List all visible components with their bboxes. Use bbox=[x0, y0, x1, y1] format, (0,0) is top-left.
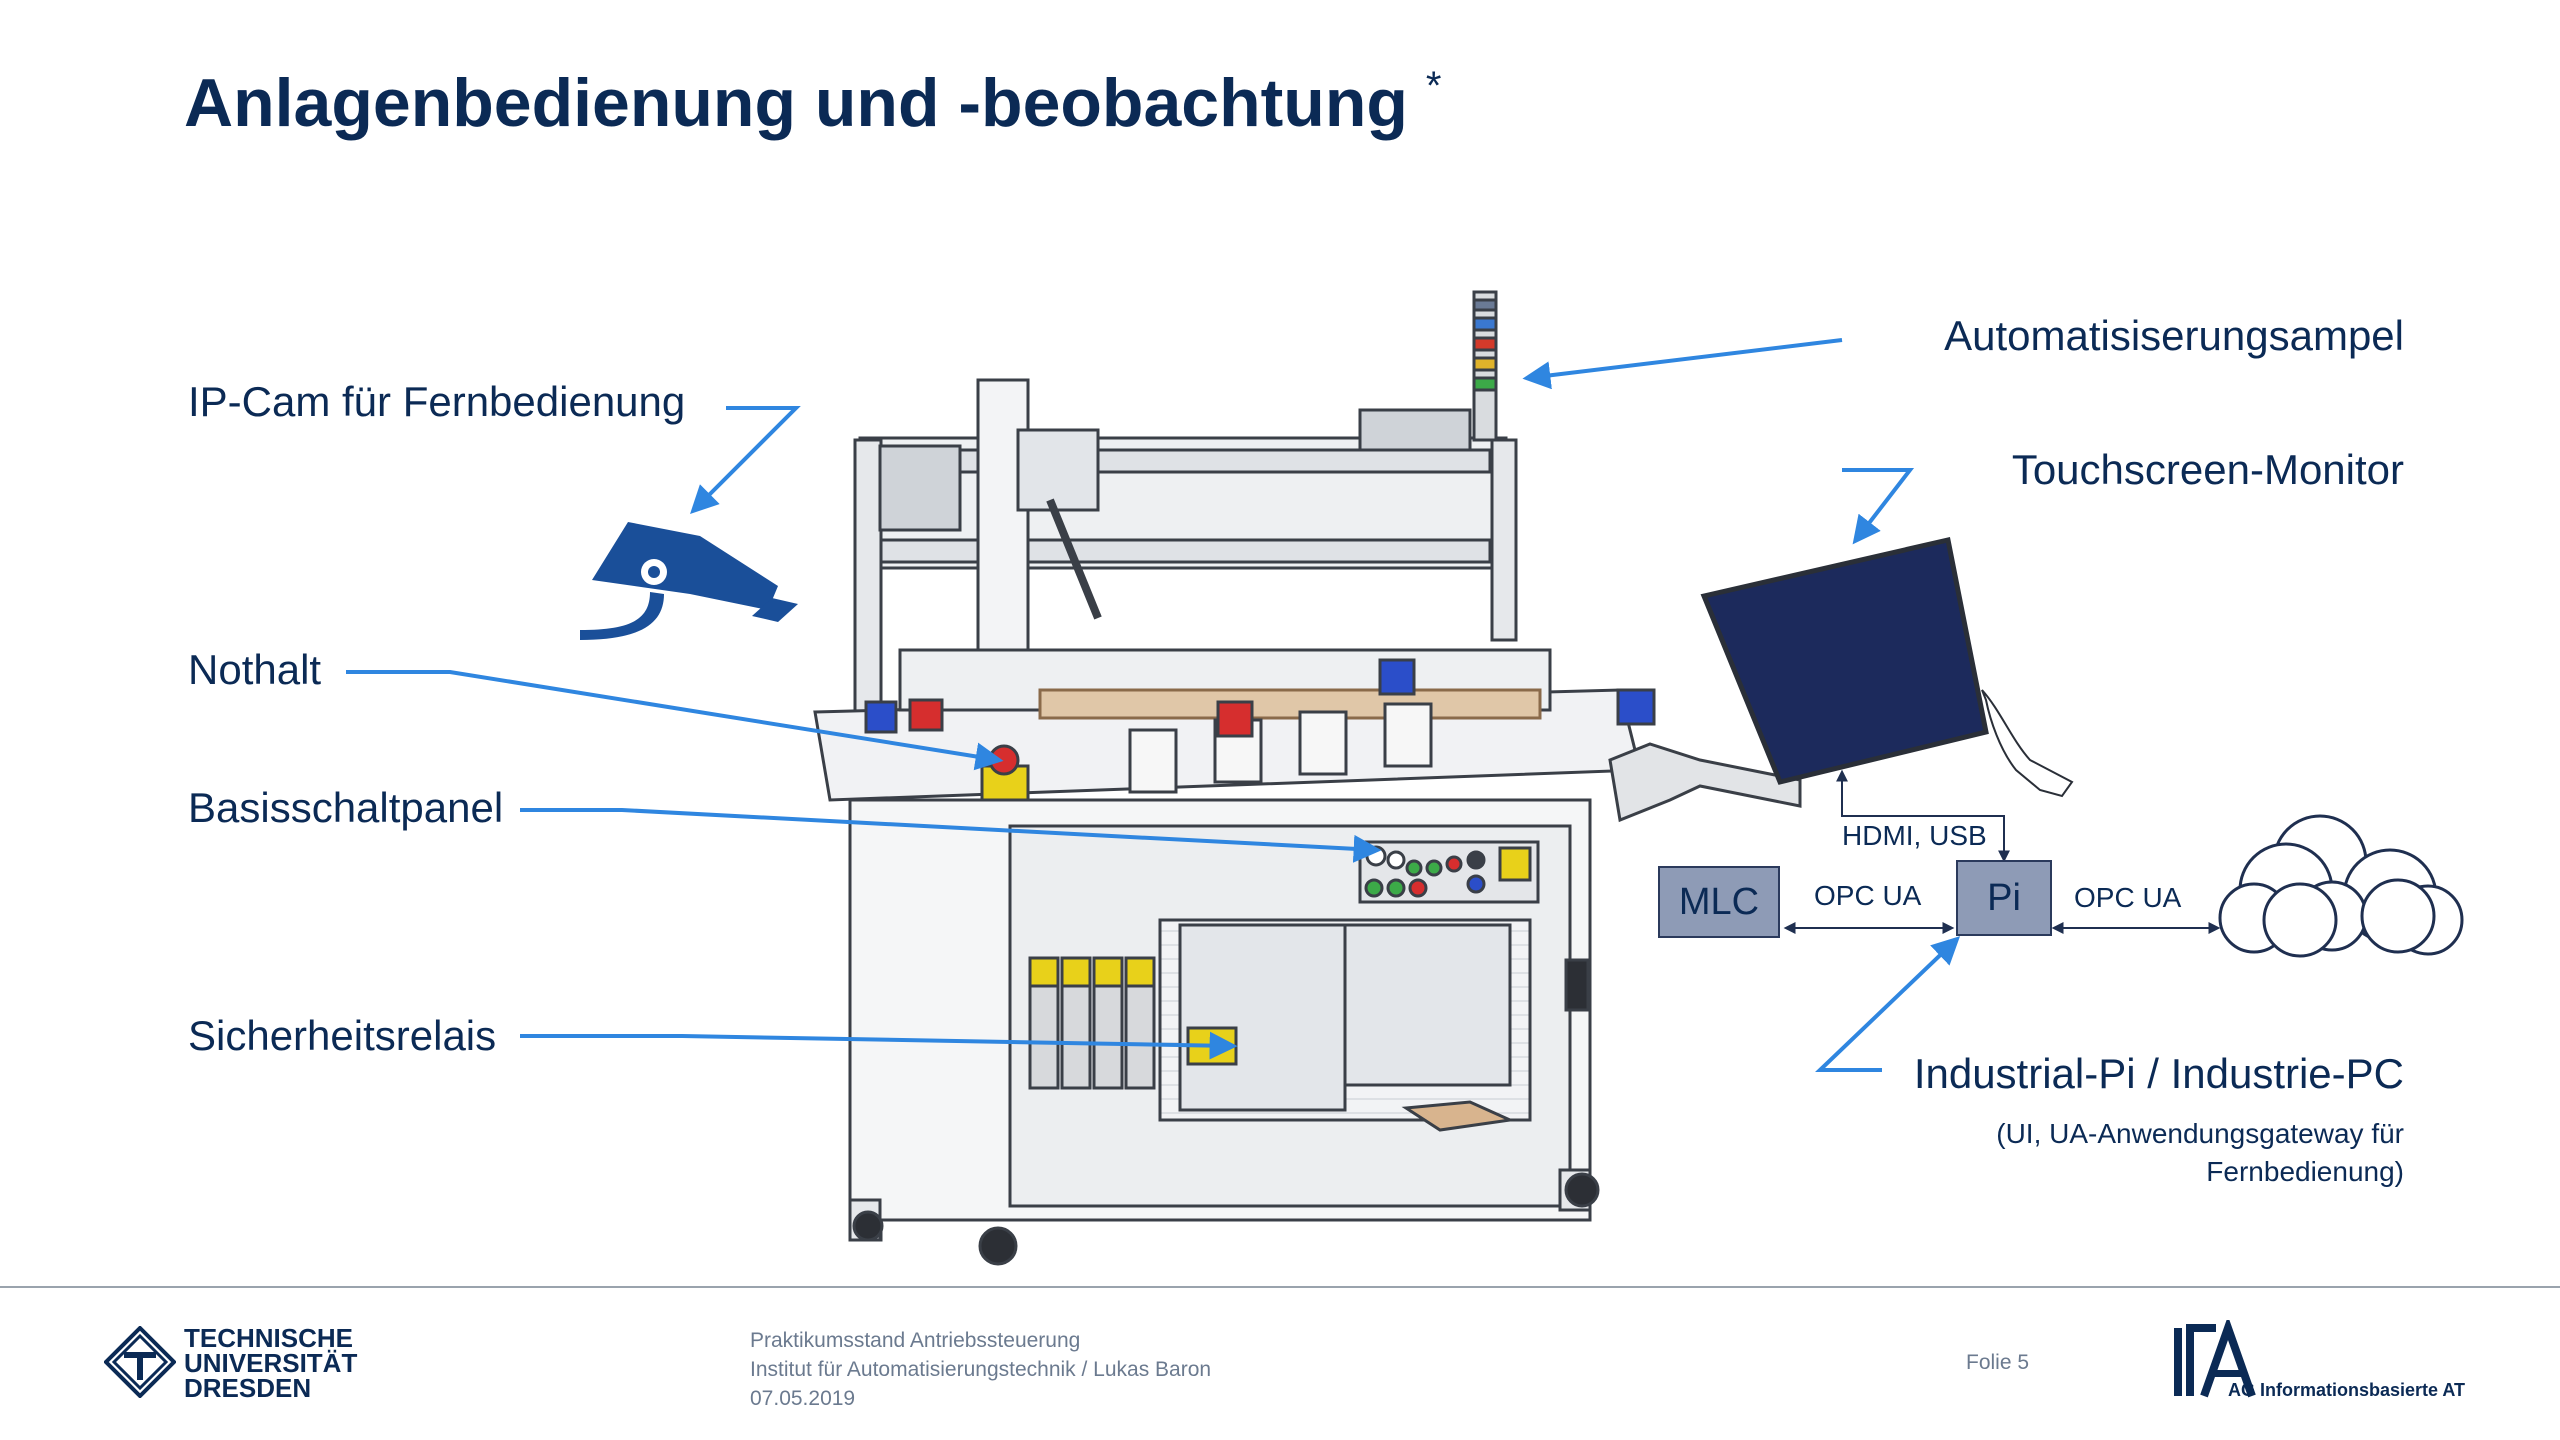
pi-box: Pi bbox=[1956, 860, 2052, 936]
title-text: Anlagenbedienung und -beobachtung bbox=[184, 65, 1408, 141]
machine-illustration bbox=[813, 290, 1802, 1266]
slide-number: Folie 5 bbox=[1966, 1351, 2030, 1374]
footer-info: Praktikumsstand Antriebssteuerung Instit… bbox=[750, 1326, 1211, 1413]
tu-dresden-wordmark: TECHNISCHE UNIVERSITÄT DRESDEN bbox=[184, 1323, 358, 1403]
slide-title: Anlagenbedienung und -beobachtung * bbox=[184, 64, 1441, 142]
uni-line3: DRESDEN bbox=[184, 1373, 312, 1403]
network-lines bbox=[1783, 769, 2221, 934]
ifa-text: AG Informationsbasierte AT bbox=[2228, 1380, 2466, 1400]
label-ampel: Automatisiserungsampel bbox=[1944, 312, 2404, 359]
label-industrial-pi-note-2: Fernbedienung) bbox=[2206, 1156, 2404, 1187]
label-nothalt: Nothalt bbox=[188, 646, 322, 693]
callout-arrows bbox=[346, 338, 1961, 1072]
label-industrial-pi-note-1: (UI, UA-Anwendungsgateway für bbox=[1996, 1118, 2404, 1149]
footer-info-line2: Institut für Automatisierungstechnik / L… bbox=[750, 1358, 1212, 1381]
arrow-industrial-pi bbox=[1815, 936, 1961, 1072]
arrow-basisschaltpanel bbox=[520, 808, 1382, 863]
opc-ua-right-label: OPC UA bbox=[2074, 882, 2182, 913]
footer-info-line3: 07.05.2019 bbox=[750, 1387, 856, 1410]
mlc-label: MLC bbox=[1678, 880, 1760, 923]
footer-divider bbox=[0, 1286, 2560, 1288]
tu-dresden-logo-icon bbox=[103, 1325, 177, 1399]
uni-line1: TECHNISCHE bbox=[184, 1323, 354, 1353]
ip-camera-icon bbox=[580, 522, 798, 640]
label-touchscreen: Touchscreen-Monitor bbox=[2011, 446, 2404, 493]
footer-info-line1: Praktikumsstand Antriebssteuerung bbox=[750, 1329, 1081, 1352]
touchscreen-monitor-illustration bbox=[1700, 536, 2074, 798]
title-mark: * bbox=[1425, 64, 1442, 108]
label-basisschaltpanel: Basisschaltpanel bbox=[188, 784, 504, 831]
opc-ua-left-label: OPC UA bbox=[1814, 880, 1922, 911]
label-ipcam: IP-Cam für Fernbedienung bbox=[188, 378, 686, 425]
arrow-ampel bbox=[1522, 338, 1843, 390]
arrow-touchscreen bbox=[1842, 468, 1915, 545]
ifa-logo-icon bbox=[2168, 1315, 2268, 1404]
uni-line2: UNIVERSITÄT bbox=[184, 1348, 358, 1378]
mlc-box: MLC bbox=[1658, 866, 1780, 938]
label-sicherheitsrelais: Sicherheitsrelais bbox=[188, 1012, 497, 1059]
hdmi-usb-label: HDMI, USB bbox=[1842, 820, 1987, 851]
arrow-sicherheitsrelais bbox=[520, 1031, 1238, 1060]
cloud-icon bbox=[2218, 814, 2464, 958]
label-industrial-pi: Industrial-Pi / Industrie-PC bbox=[1913, 1050, 2404, 1097]
pi-label: Pi bbox=[1987, 876, 2021, 919]
arrow-ipcam bbox=[690, 406, 801, 514]
arrow-nothalt bbox=[346, 670, 1004, 771]
